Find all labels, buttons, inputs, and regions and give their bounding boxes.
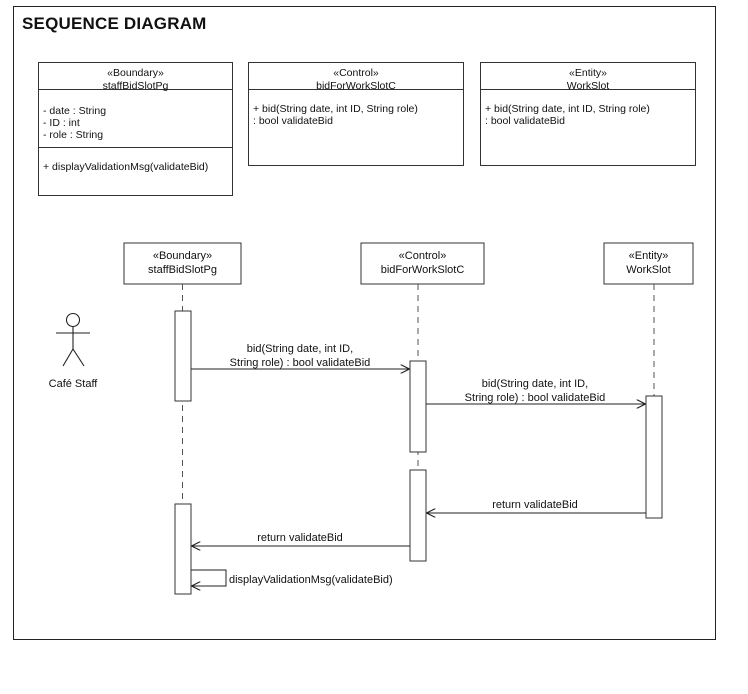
class-name: bidForWorkSlotC bbox=[316, 80, 396, 92]
class-stereotype: «Boundary» bbox=[107, 67, 164, 79]
lifeline-name: staffBidSlotPg bbox=[148, 264, 217, 276]
class-attributes: - date : String - ID : int - role : Stri… bbox=[39, 90, 232, 148]
lifeline-head bbox=[603, 242, 694, 285]
message-label: String role) : bool validateBid bbox=[465, 392, 606, 404]
message-self-display: displayValidationMsg(validateBid) bbox=[191, 569, 393, 586]
message-label: return validateBid bbox=[257, 532, 343, 544]
class-stereotype: «Entity» bbox=[569, 67, 607, 79]
class-header: «Control» bidForWorkSlotC bbox=[249, 63, 463, 92]
activation-bar bbox=[409, 360, 427, 453]
class-header: «Entity» WorkSlot bbox=[481, 63, 695, 92]
class-attribute: - ID : int bbox=[43, 117, 80, 129]
message-label: displayValidationMsg(validateBid) bbox=[229, 574, 393, 586]
activation-bar bbox=[645, 395, 663, 519]
actor-left-leg bbox=[62, 348, 74, 367]
class-operation: + bid(String date, int ID, String role) bbox=[253, 103, 418, 115]
lifeline-stereotype: «Entity» bbox=[629, 250, 669, 262]
message-return-to-boundary: return validateBid bbox=[192, 532, 410, 546]
lifeline-bidforworkslotc: «Control» bidForWorkSlotC bbox=[360, 242, 485, 470]
activation-bar bbox=[174, 310, 192, 402]
class-stereotype: «Control» bbox=[333, 67, 379, 79]
diagram-frame bbox=[13, 6, 716, 640]
class-box-bidforworkslotc: «Control» bidForWorkSlotC + bid(String d… bbox=[248, 62, 464, 166]
class-operations: + bid(String date, int ID, String role) … bbox=[249, 90, 463, 131]
message-label: return validateBid bbox=[492, 499, 578, 511]
diagram-title: SEQUENCE DIAGRAM bbox=[22, 14, 207, 33]
class-operation: : bool validateBid bbox=[485, 115, 565, 127]
actor-head bbox=[65, 312, 81, 328]
actor-label: Café Staff bbox=[49, 378, 99, 390]
message-label: bid(String date, int ID, bbox=[247, 343, 353, 355]
lifeline-name: bidForWorkSlotC bbox=[381, 264, 465, 276]
activation-bar bbox=[409, 469, 427, 562]
class-attribute: - date : String bbox=[43, 105, 107, 117]
class-operations: + displayValidationMsg(validateBid) bbox=[39, 148, 232, 177]
class-name: staffBidSlotPg bbox=[102, 80, 169, 92]
message-bid-to-entity: bid(String date, int ID, String role) : … bbox=[426, 378, 645, 404]
class-operation: + displayValidationMsg(validateBid) bbox=[43, 161, 209, 173]
lifeline-name: WorkSlot bbox=[626, 264, 670, 276]
actor-cafe-staff: Café Staff bbox=[49, 312, 99, 390]
message-bid-to-control: bid(String date, int ID, String role) : … bbox=[191, 343, 409, 369]
class-header: «Boundary» staffBidSlotPg bbox=[39, 63, 232, 92]
lifeline-stereotype: «Control» bbox=[399, 250, 447, 262]
class-name: WorkSlot bbox=[566, 80, 610, 92]
lifeline-stereotype: «Boundary» bbox=[153, 250, 212, 262]
class-operation: : bool validateBid bbox=[253, 115, 333, 127]
message-label: bid(String date, int ID, bbox=[482, 378, 588, 390]
class-operations: + bid(String date, int ID, String role) … bbox=[481, 90, 695, 131]
message-arrow bbox=[191, 569, 227, 586]
class-box-workslot: «Entity» WorkSlot + bid(String date, int… bbox=[480, 62, 696, 166]
lifeline-head bbox=[360, 242, 485, 285]
class-attribute: - role : String bbox=[43, 129, 104, 141]
message-label: String role) : bool validateBid bbox=[230, 357, 371, 369]
actor-right-leg bbox=[72, 348, 85, 367]
message-return-to-control: return validateBid bbox=[427, 499, 646, 513]
class-box-staffbidslotpg: «Boundary» staffBidSlotPg - date : Strin… bbox=[38, 62, 233, 196]
activation-bar bbox=[174, 503, 192, 595]
class-operation: + bid(String date, int ID, String role) bbox=[485, 103, 650, 115]
lifeline-workslot: «Entity» WorkSlot bbox=[603, 242, 694, 396]
